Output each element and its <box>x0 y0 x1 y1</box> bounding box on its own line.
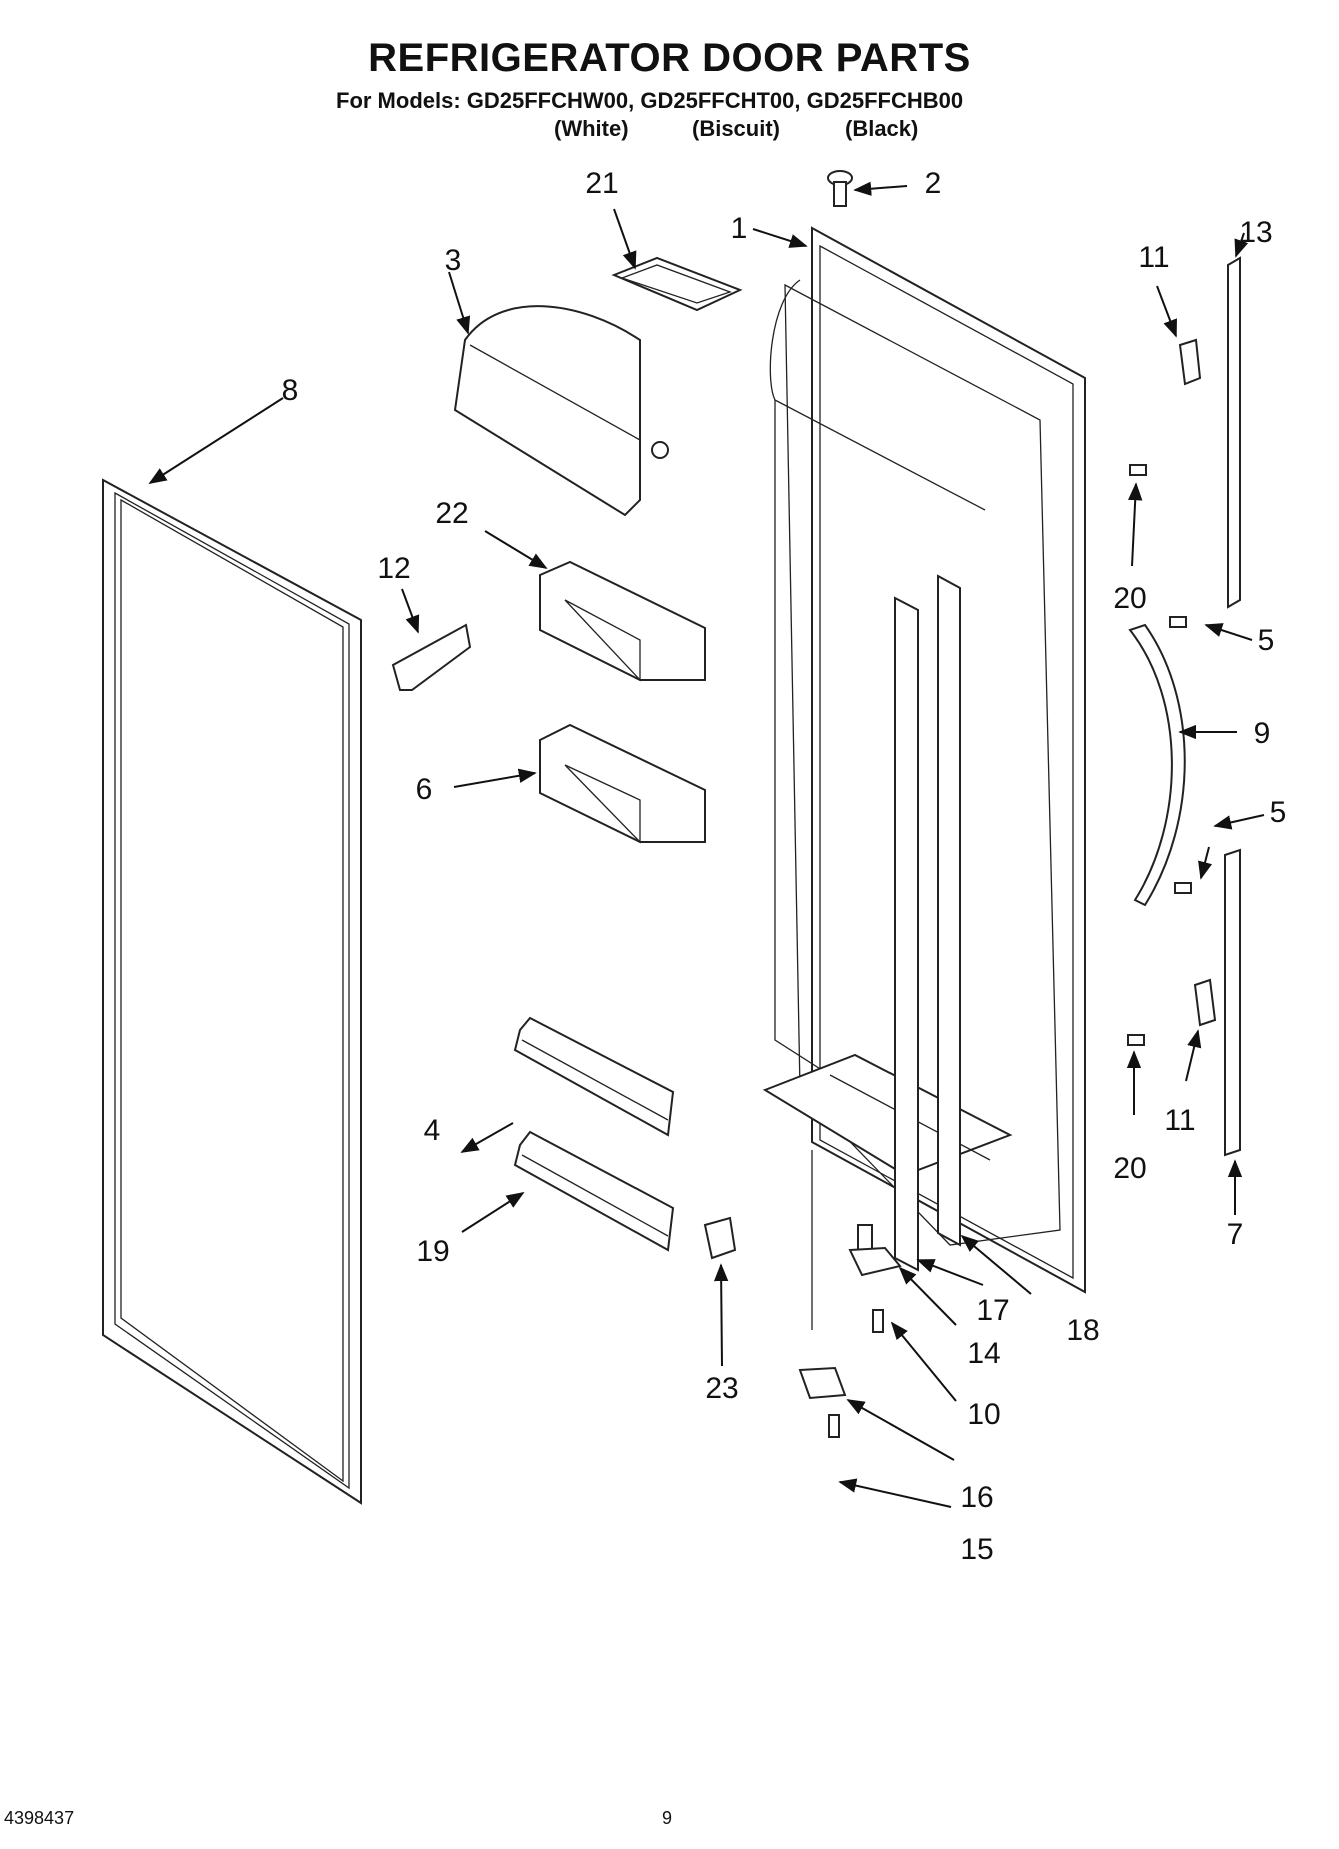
door-handle-part <box>1128 623 1186 907</box>
callout-5b: 5 <box>1270 796 1287 829</box>
page-title: REFRIGERATOR DOOR PARTS <box>368 36 971 80</box>
callout-labels: 1 2 3 4 5 5 6 7 8 9 10 11 11 12 13 14 15… <box>282 167 1287 1566</box>
door-gasket-part <box>102 478 362 1505</box>
document-number: 4398437 <box>4 1808 75 1828</box>
callout-19: 19 <box>416 1235 449 1268</box>
callout-5a: 5 <box>1258 624 1275 657</box>
dairy-door-part <box>453 305 669 517</box>
callout-20b: 20 <box>1113 1152 1146 1185</box>
callout-10: 10 <box>967 1398 1000 1431</box>
callout-16: 16 <box>960 1481 993 1514</box>
models-line: For Models: GD25FFCHW00, GD25FFCHT00, GD… <box>336 88 964 113</box>
callout-9: 9 <box>1254 717 1271 750</box>
callout-12: 12 <box>377 552 410 585</box>
page-number: 9 <box>662 1808 673 1828</box>
callout-18: 18 <box>1066 1314 1099 1347</box>
callout-6: 6 <box>416 773 433 806</box>
callout-11b: 11 <box>1164 1104 1195 1137</box>
shelf-rail-lower-part <box>513 1130 675 1252</box>
callout-13: 13 <box>1239 216 1272 249</box>
callout-1: 1 <box>731 212 748 245</box>
callout-2: 2 <box>925 167 942 200</box>
callout-8: 8 <box>282 374 299 407</box>
callout-20a: 20 <box>1113 582 1146 615</box>
callout-17: 17 <box>976 1294 1009 1327</box>
variant-biscuit: (Biscuit) <box>692 116 780 141</box>
callout-3: 3 <box>445 244 462 277</box>
shelf-rail-upper-part <box>513 1016 675 1137</box>
variant-white: (White) <box>554 116 629 141</box>
callout-22: 22 <box>435 497 468 530</box>
callout-11a: 11 <box>1138 241 1169 274</box>
trim-strip-parts <box>1224 256 1241 1157</box>
leader-lines <box>148 181 1265 1508</box>
callout-4: 4 <box>424 1114 441 1147</box>
callout-14: 14 <box>967 1337 1000 1370</box>
door-liner-part <box>762 226 1086 1294</box>
clip-part <box>703 1216 737 1260</box>
callout-23: 23 <box>705 1372 738 1405</box>
small-bin-part <box>611 256 743 312</box>
variant-black: (Black) <box>845 116 919 141</box>
upper-door-bin-part <box>539 560 706 682</box>
hinge-plug-part <box>827 170 853 207</box>
hinge-hardware-parts <box>798 1150 902 1438</box>
small-hardware-parts <box>1127 338 1217 1046</box>
middle-door-bin-part <box>539 723 706 844</box>
bin-bracket-part <box>391 623 472 691</box>
callout-21: 21 <box>585 167 618 200</box>
callout-7: 7 <box>1227 1218 1244 1251</box>
callout-15: 15 <box>960 1533 993 1566</box>
